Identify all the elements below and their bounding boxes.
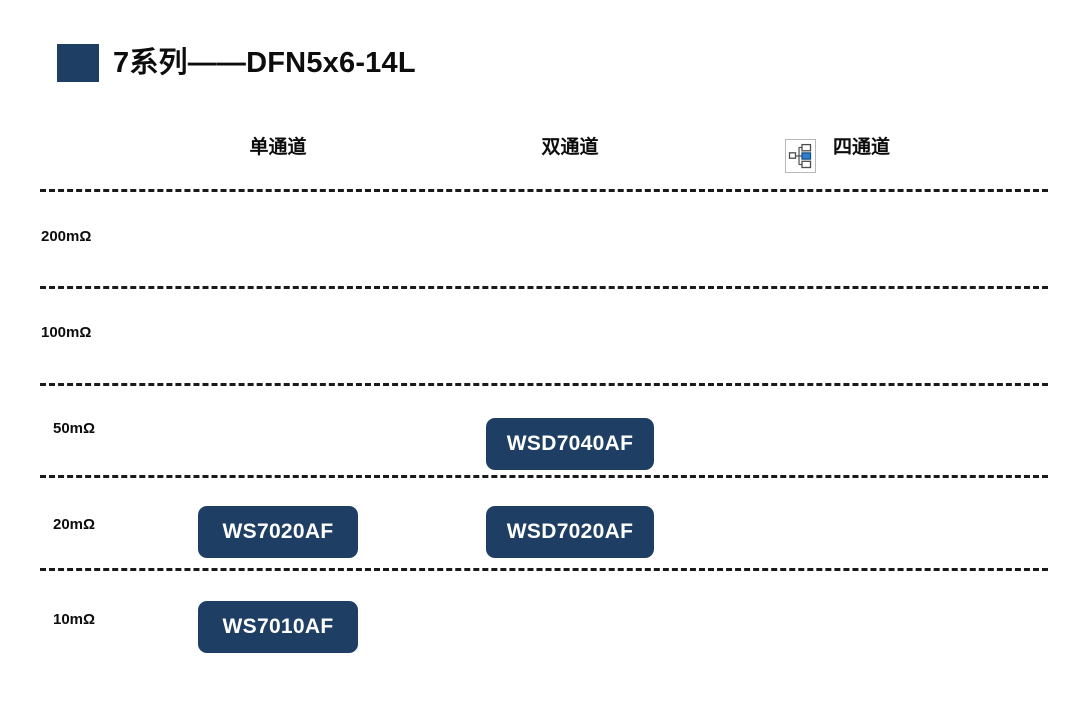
- hierarchy-icon: [785, 139, 816, 173]
- divider-line-20-10: [40, 568, 1048, 571]
- page-title-row: 7系列——DFN5x6-14L: [57, 44, 416, 82]
- title-bullet-square: [57, 44, 99, 82]
- column-header-quad-channel: 四通道: [833, 137, 891, 158]
- row-label-100mohm: 100mΩ: [41, 324, 92, 341]
- divider-line-100-50: [40, 383, 1048, 386]
- column-header-single-channel: 单通道: [249, 137, 307, 158]
- page-title: 7系列——DFN5x6-14L: [113, 46, 416, 79]
- product-badge-wsd7020af[interactable]: WSD7020AF: [486, 506, 654, 558]
- row-label-20mohm: 20mΩ: [53, 516, 96, 533]
- product-badge-wsd7040af[interactable]: WSD7040AF: [486, 418, 654, 470]
- product-badge-ws7020af[interactable]: WS7020AF: [198, 506, 358, 558]
- column-header-dual-channel: 双通道: [541, 137, 599, 158]
- row-label-200mohm: 200mΩ: [41, 228, 92, 245]
- column-header-row: 单通道 双通道 四通道: [0, 130, 1080, 176]
- row-label-50mohm: 50mΩ: [53, 420, 96, 437]
- divider-line-200-100: [40, 286, 1048, 289]
- row-label-10mohm: 10mΩ: [53, 611, 96, 628]
- divider-line-top: [40, 189, 1048, 192]
- product-badge-ws7010af[interactable]: WS7010AF: [198, 601, 358, 653]
- divider-line-50-20: [40, 475, 1048, 478]
